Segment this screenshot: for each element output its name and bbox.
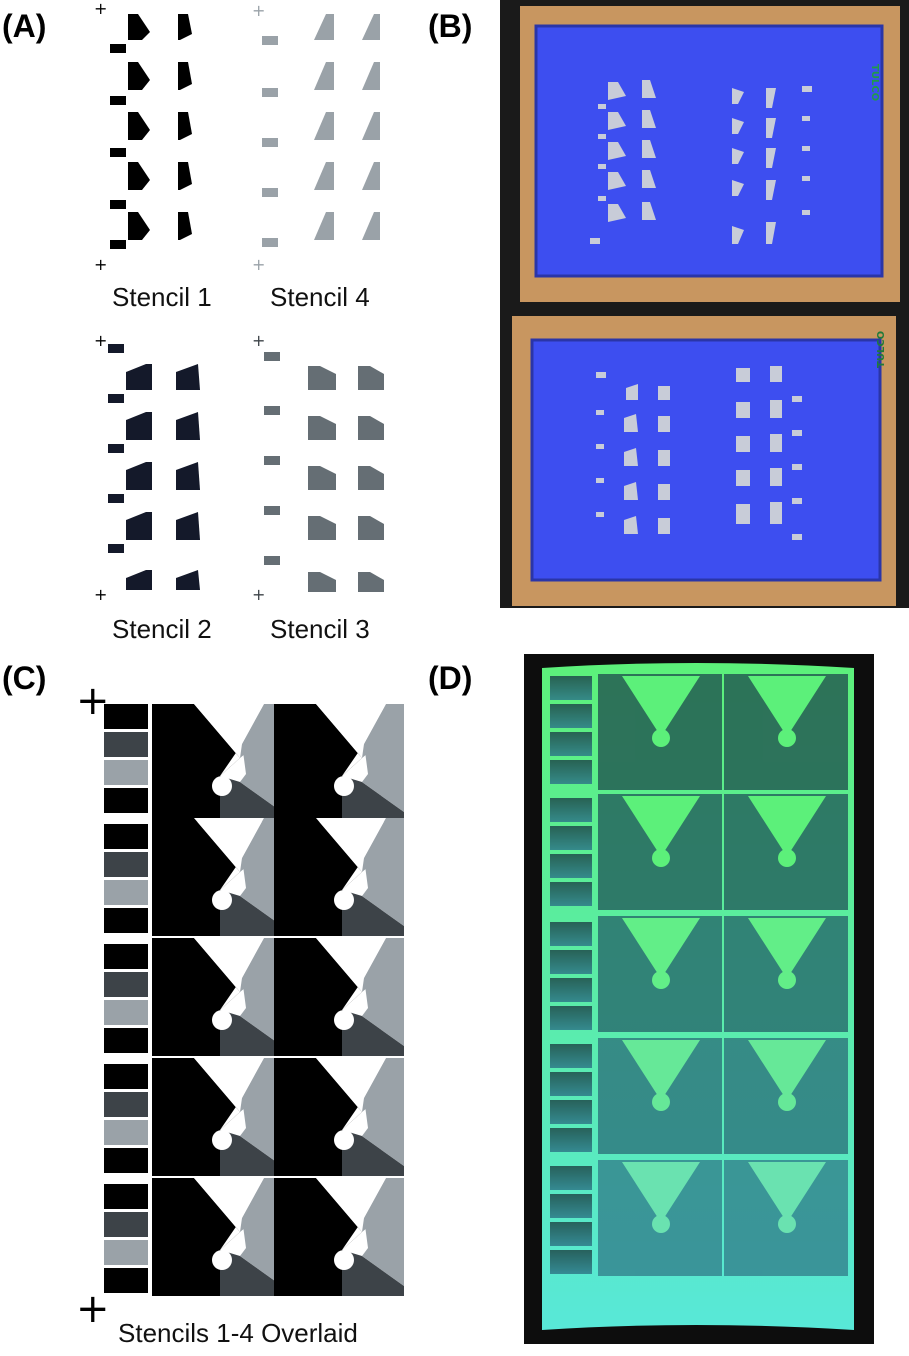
svg-text:+: + xyxy=(252,255,265,274)
panel-a-stencils: + + + + xyxy=(90,0,420,620)
fluorescent-illustration xyxy=(542,663,854,1330)
panel-b-frames-photo: TULCO xyxy=(500,0,909,608)
panel-label-d: (D) xyxy=(428,660,473,696)
svg-text:+: + xyxy=(94,255,107,274)
stencil-drawings: + + + + xyxy=(94,0,384,604)
top-frame-brand: TULCO xyxy=(869,64,880,101)
stencil-1-caption: Stencil 1 xyxy=(112,282,212,312)
frames-illustration: TULCO xyxy=(512,6,900,606)
svg-text:+: + xyxy=(94,0,107,18)
bottom-frame-brand: TULCO xyxy=(876,331,887,368)
overlay-caption: Stencils 1-4 Overlaid xyxy=(118,1318,358,1348)
stencil-2-caption: Stencil 2 xyxy=(112,614,212,644)
stencil-2-drawing: + + xyxy=(94,331,200,604)
registration-mark-top: + xyxy=(76,678,110,724)
panel-d-fluorescent-print xyxy=(524,654,874,1344)
stencil-4-drawing: + + xyxy=(252,1,380,274)
registration-mark-bottom: + xyxy=(76,1286,110,1330)
stencil-3-drawing: + + xyxy=(252,331,384,604)
panel-label-a: (A) xyxy=(2,8,47,44)
overlay-drawing: + + xyxy=(76,678,404,1330)
svg-text:+: + xyxy=(252,1,265,20)
svg-text:+: + xyxy=(94,331,107,350)
svg-text:+: + xyxy=(252,585,265,604)
panel-label-b: (B) xyxy=(428,8,473,44)
top-frame: TULCO xyxy=(520,6,900,302)
overlay-units xyxy=(152,704,404,1296)
swatch-column xyxy=(104,704,148,1293)
svg-text:+: + xyxy=(94,585,107,604)
panel-c-overlay: + + xyxy=(74,670,404,1330)
svg-text:+: + xyxy=(252,331,265,350)
stencil-3-caption: Stencil 3 xyxy=(270,614,370,644)
bottom-frame: TULCO xyxy=(512,316,896,606)
stencil-4-caption: Stencil 4 xyxy=(270,282,370,312)
fluorescent-units xyxy=(598,674,848,1276)
stencil-1-drawing: + + xyxy=(94,0,192,274)
panel-label-c: (C) xyxy=(2,660,47,696)
